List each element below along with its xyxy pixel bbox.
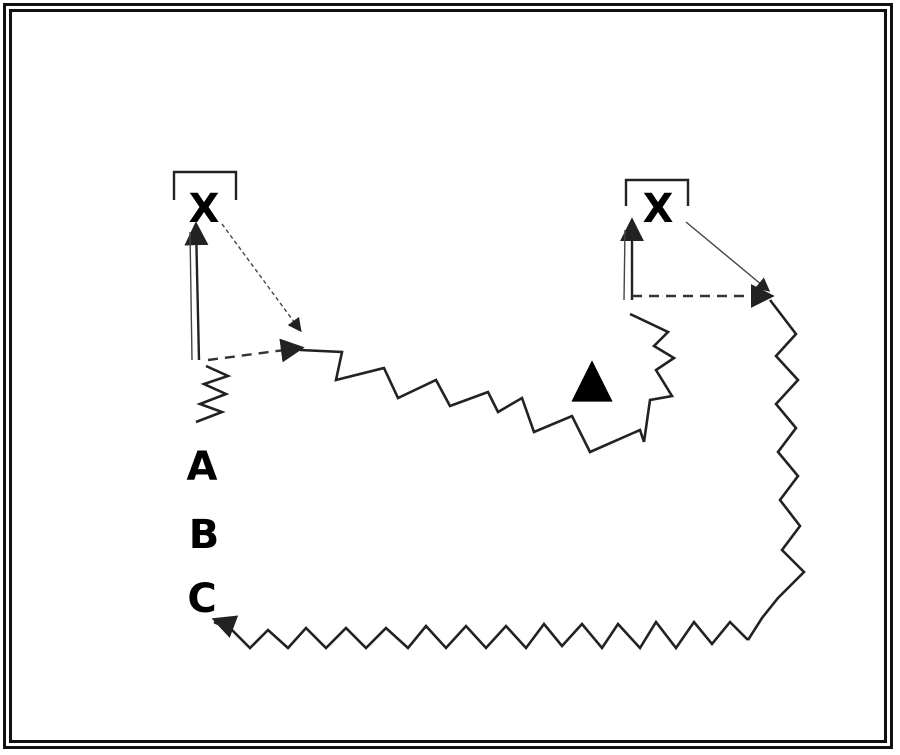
- arrow-diag-left: [221, 223, 302, 333]
- bracket-icon-right: [624, 178, 690, 206]
- player-c-label: C: [187, 576, 216, 622]
- zigzag-right-down: [746, 299, 806, 641]
- arrowhead-icon: [211, 615, 239, 638]
- inner-border: [9, 9, 887, 743]
- arrow-diag-right: [685, 221, 771, 292]
- arrow-up-left: [184, 221, 209, 361]
- outer-border: [3, 3, 893, 749]
- zigzag-bottom: [213, 619, 749, 651]
- arrow-up-right-shadow: [623, 229, 626, 301]
- zigzag-top: [299, 348, 646, 454]
- zigzag-left-short: [195, 364, 232, 424]
- player-a-label: A: [187, 444, 218, 490]
- x-label-right: X: [643, 186, 674, 232]
- zigzag-right-up: [629, 312, 677, 443]
- bracket-icon-left: [172, 170, 238, 200]
- arrow-up-left-shadow: [189, 231, 193, 361]
- x-label-left: X: [189, 186, 220, 232]
- triangle-icon: ▲: [571, 345, 613, 408]
- dash-left: [207, 338, 305, 363]
- player-b-label: B: [189, 512, 220, 558]
